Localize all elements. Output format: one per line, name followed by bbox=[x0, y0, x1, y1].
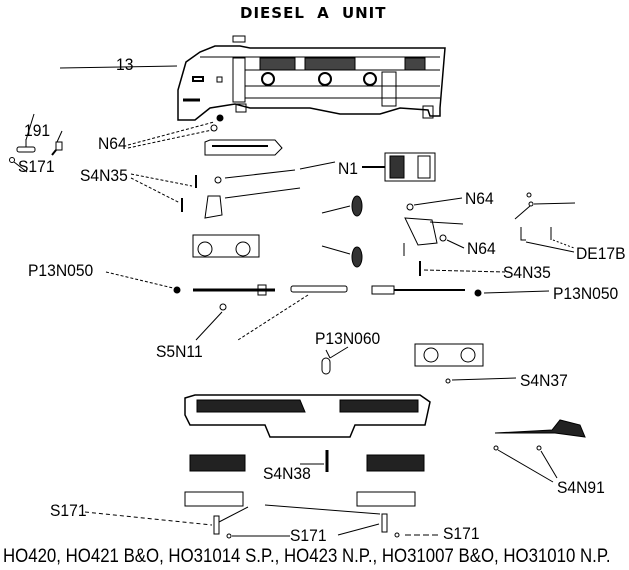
model-numbers-caption: HO420, HO421 B&O, HO31014 S.P., HO423 N.… bbox=[3, 546, 611, 567]
fuel-tank-cover bbox=[204, 139, 283, 156]
part-191 bbox=[9, 130, 63, 173]
label-s5n11: S5N11 bbox=[156, 342, 203, 361]
leader-191 bbox=[25, 113, 35, 141]
diagram-title: DIESEL A UNIT bbox=[240, 4, 387, 22]
label-s4n35-left: S4N35 bbox=[80, 166, 128, 185]
label-s4n37: S4N37 bbox=[520, 371, 568, 390]
coupler bbox=[493, 419, 586, 483]
p13n060-part bbox=[321, 346, 349, 375]
label-n64-top: N64 bbox=[98, 134, 127, 153]
label-s171-mid: S171 bbox=[290, 526, 327, 545]
label-p13n050-right: P13N050 bbox=[553, 284, 619, 303]
front-truck bbox=[192, 234, 260, 258]
label-de17b: DE17B bbox=[576, 244, 626, 263]
label-s4n91: S4N91 bbox=[557, 478, 605, 497]
label-s171-top: S171 bbox=[18, 157, 55, 176]
de17b-contacts bbox=[514, 192, 576, 253]
n64-nuts bbox=[127, 114, 224, 149]
label-s4n35-right: S4N35 bbox=[503, 263, 551, 282]
truck-sides bbox=[184, 450, 425, 507]
label-n64-right-a: N64 bbox=[465, 189, 494, 208]
locomotive-shell bbox=[177, 35, 446, 121]
leader-13 bbox=[59, 65, 178, 69]
frame bbox=[184, 394, 431, 438]
label-p13n060: P13N060 bbox=[315, 329, 381, 348]
label-s171-left: S171 bbox=[50, 501, 87, 520]
label-n64-right-b: N64 bbox=[467, 239, 496, 258]
label-191: 191 bbox=[24, 121, 51, 140]
worm-gears bbox=[321, 195, 363, 268]
motor-bracket bbox=[204, 169, 301, 219]
right-bracket bbox=[403, 197, 506, 276]
label-p13n050-left: P13N050 bbox=[28, 261, 94, 280]
label-n1: N1 bbox=[338, 159, 358, 178]
leader-n1 bbox=[299, 161, 336, 170]
rear-truck bbox=[414, 343, 517, 384]
leader-p13n060 bbox=[325, 349, 331, 359]
s4n35-screws-left bbox=[130, 173, 197, 212]
drive-shafts bbox=[105, 271, 550, 341]
label-13: 13 bbox=[116, 55, 134, 74]
bottom-contacts bbox=[84, 504, 440, 539]
motor bbox=[362, 152, 436, 182]
label-s4n38: S4N38 bbox=[263, 464, 311, 483]
label-s171-right: S171 bbox=[443, 524, 480, 543]
